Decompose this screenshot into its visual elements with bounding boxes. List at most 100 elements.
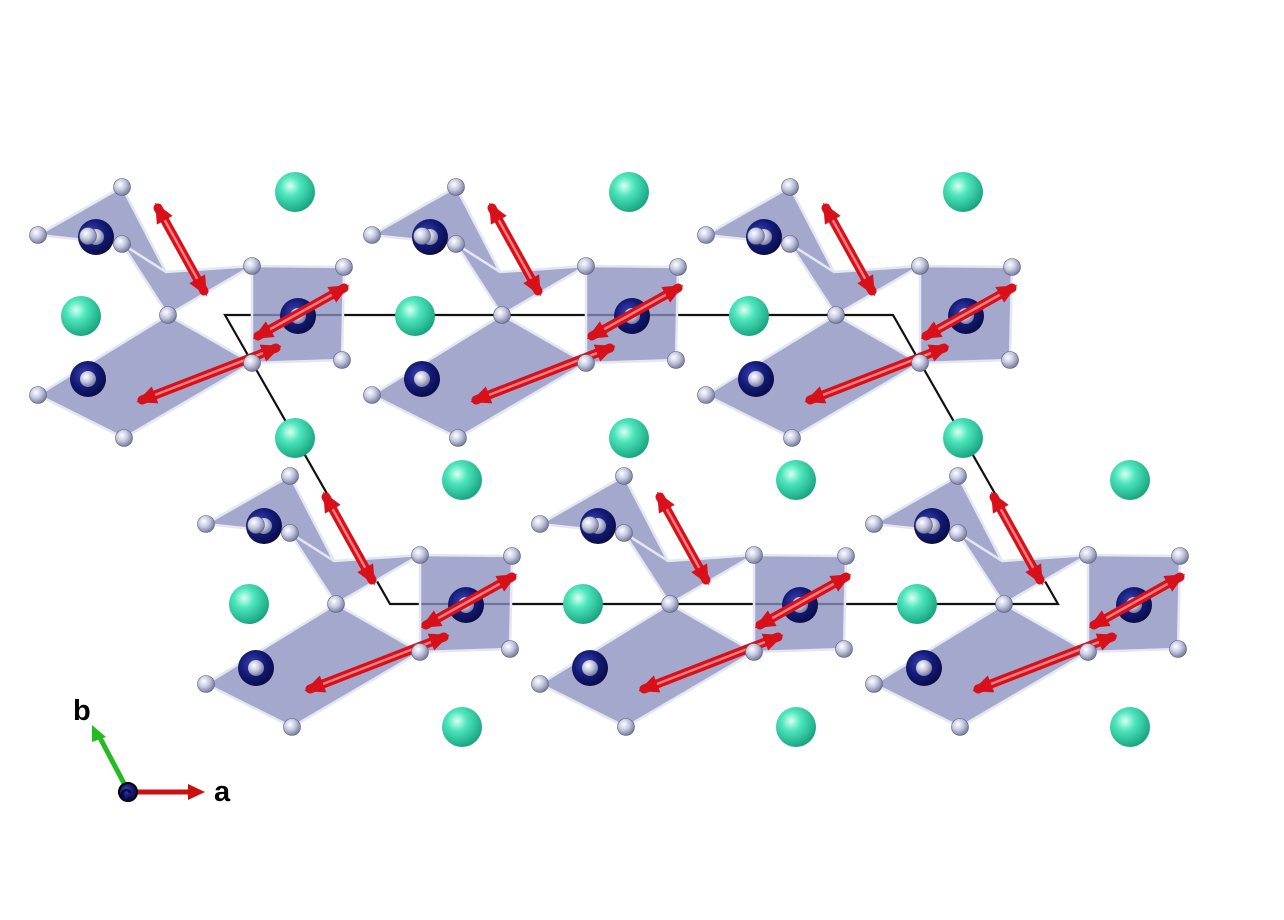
ligand-atom bbox=[327, 595, 345, 613]
spin-arrowhead bbox=[638, 675, 661, 693]
ligand-atom bbox=[667, 351, 685, 369]
ligand-atom bbox=[501, 640, 519, 658]
ligand-atom bbox=[745, 643, 763, 661]
spin-arrowhead bbox=[427, 633, 450, 651]
polyhedron bbox=[704, 313, 922, 440]
spacer-atom bbox=[943, 172, 983, 212]
spin-arrow-highlight bbox=[590, 286, 680, 338]
ligand-atom bbox=[995, 595, 1013, 613]
spin-arrowhead bbox=[804, 386, 827, 404]
ligand-atom bbox=[413, 227, 431, 245]
spacer-atom bbox=[609, 172, 649, 212]
ligand-atom bbox=[113, 235, 131, 253]
spin-arrowhead bbox=[761, 633, 784, 651]
spin-arrow-highlight bbox=[992, 495, 1042, 582]
ligand-atom bbox=[29, 226, 47, 244]
spin-arrow-highlight bbox=[824, 206, 874, 293]
ligand-atom bbox=[837, 547, 855, 565]
spacer-atom bbox=[563, 584, 603, 624]
spin-arrowhead bbox=[586, 321, 609, 339]
spin-arrowhead bbox=[1095, 633, 1118, 651]
ligand-atom bbox=[447, 178, 465, 196]
ligand-atom bbox=[335, 258, 353, 276]
spin-arrowhead bbox=[523, 274, 541, 297]
spacer-atom bbox=[897, 584, 937, 624]
structure-motif bbox=[865, 467, 1189, 736]
ligand-atom bbox=[747, 227, 765, 245]
ligand-atom bbox=[951, 718, 969, 736]
spin-arrow-highlight bbox=[924, 286, 1014, 338]
ligand-atom bbox=[915, 516, 933, 534]
spacer-atom bbox=[61, 296, 101, 336]
spin-arrow-highlight bbox=[658, 495, 708, 582]
spin-arrow-highlight bbox=[424, 575, 514, 627]
spin-arrowhead bbox=[136, 386, 159, 404]
spin-arrowhead bbox=[259, 344, 282, 362]
spacer-atom bbox=[776, 707, 816, 747]
spin-arrowhead bbox=[420, 610, 443, 628]
center-atom-core bbox=[748, 371, 764, 387]
spacer-atom bbox=[776, 460, 816, 500]
polyhedron bbox=[872, 602, 1090, 729]
spin-arrowhead bbox=[1163, 574, 1186, 592]
ligand-atom bbox=[1079, 643, 1097, 661]
ligand-atom bbox=[503, 547, 521, 565]
ligand-atom bbox=[581, 516, 599, 534]
structure-motif bbox=[531, 467, 855, 736]
ligand-atom bbox=[363, 226, 381, 244]
spin-arrowhead bbox=[155, 202, 173, 225]
center-atom-core bbox=[582, 660, 598, 676]
ligand-atom bbox=[745, 546, 763, 564]
crystal-structure bbox=[29, 172, 1189, 747]
ligand-atom bbox=[411, 643, 429, 661]
ligand-atom bbox=[835, 640, 853, 658]
spacer-atom bbox=[729, 296, 769, 336]
ligand-atom bbox=[577, 354, 595, 372]
spacer-atom bbox=[229, 584, 269, 624]
ligand-atom bbox=[1001, 351, 1019, 369]
ligand-atom bbox=[697, 226, 715, 244]
b-axis-arrowhead bbox=[92, 725, 106, 742]
spin-arrowhead bbox=[857, 274, 875, 297]
spin-arrowhead bbox=[323, 491, 341, 514]
spacer-atom bbox=[1110, 460, 1150, 500]
ligand-atom bbox=[281, 467, 299, 485]
ligand-atom bbox=[577, 257, 595, 275]
ligand-atom bbox=[669, 258, 687, 276]
center-atom-core bbox=[414, 371, 430, 387]
spacer-atom bbox=[609, 418, 649, 458]
spin-arrow-highlight bbox=[156, 206, 206, 293]
spacer-atom bbox=[943, 418, 983, 458]
spin-arrow-highlight bbox=[490, 206, 540, 293]
polyhedron bbox=[204, 602, 422, 729]
structure-motif bbox=[697, 178, 1021, 447]
spin-arrowhead bbox=[995, 285, 1018, 303]
ligand-atom bbox=[197, 675, 215, 693]
ligand-atom bbox=[449, 429, 467, 447]
ligand-atom bbox=[783, 429, 801, 447]
c-axis-label: c bbox=[120, 781, 132, 806]
spin-arrowhead bbox=[823, 202, 841, 225]
spin-arrowhead bbox=[927, 344, 950, 362]
polyhedron bbox=[538, 602, 756, 729]
ligand-atom bbox=[661, 595, 679, 613]
spin-arrowhead bbox=[691, 563, 709, 586]
spin-arrowhead bbox=[489, 202, 507, 225]
ligand-atom bbox=[865, 515, 883, 533]
ligand-atom bbox=[697, 386, 715, 404]
ligand-atom bbox=[531, 675, 549, 693]
spin-arrowhead bbox=[189, 274, 207, 297]
ligand-atom bbox=[283, 718, 301, 736]
spin-arrowhead bbox=[829, 574, 852, 592]
spacer-atom bbox=[442, 707, 482, 747]
polyhedron bbox=[36, 313, 254, 440]
ligand-atom bbox=[531, 515, 549, 533]
spin-arrowhead bbox=[1025, 563, 1043, 586]
spin-arrowhead bbox=[920, 321, 943, 339]
spin-arrowhead bbox=[972, 675, 995, 693]
ligand-atom bbox=[949, 467, 967, 485]
spin-arrowhead bbox=[657, 491, 675, 514]
ligand-atom bbox=[411, 546, 429, 564]
ligand-atom bbox=[447, 235, 465, 253]
